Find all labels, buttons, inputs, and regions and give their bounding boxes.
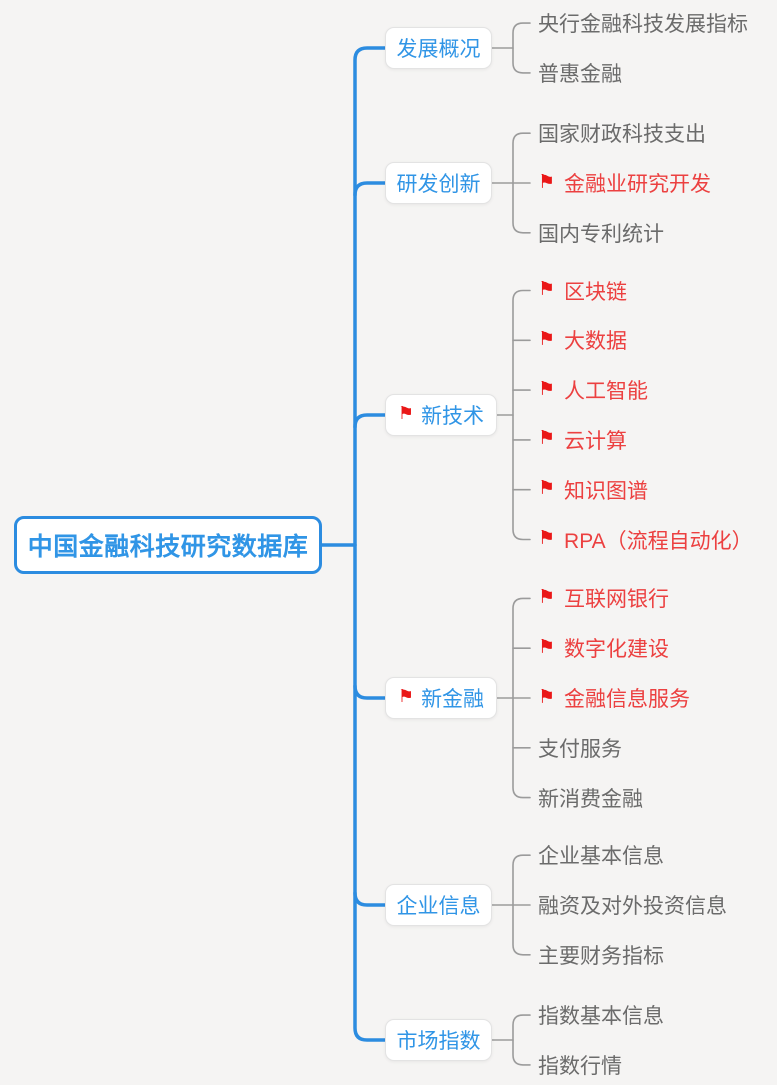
flag-icon: ⚑ (397, 686, 415, 707)
connector-line (353, 891, 387, 907)
leaf-node[interactable]: ⚑ 区块链 (538, 275, 627, 307)
flag-icon: ⚑ (538, 427, 556, 450)
connector-line (353, 684, 387, 700)
leaf-node[interactable]: 央行金融科技发展指标 (538, 7, 748, 39)
leaf-label: 大数据 (564, 330, 628, 354)
leaf-node[interactable]: ⚑ 人工智能 (538, 374, 648, 406)
flag-icon: ⚑ (397, 403, 415, 424)
connector-line (512, 289, 531, 541)
branch-node[interactable]: 研发创新 (385, 162, 492, 204)
connector-line (512, 1014, 531, 1066)
leaf-node[interactable]: ⚑ 云计算 (538, 424, 627, 456)
flag-icon: ⚑ (538, 527, 556, 549)
leaf-node[interactable]: 主要财务指标 (538, 939, 664, 971)
leaf-label: 云计算 (564, 429, 628, 453)
leaf-label: 国家财政科技支出 (538, 123, 706, 147)
leaf-node[interactable]: 支付服务 (538, 732, 622, 764)
leaf-label: RPA（流程自动化） (564, 529, 753, 553)
leaf-label: 金融业研究开发 (564, 173, 712, 196)
leaf-label: 央行金融科技发展指标 (538, 13, 748, 37)
leaf-node[interactable]: ⚑ 大数据 (538, 324, 627, 356)
leaf-label: 互联网银行 (564, 588, 670, 612)
leaf-node[interactable]: ⚑ 金融信息服务 (538, 682, 690, 714)
leaf-node[interactable]: 指数行情 (538, 1049, 622, 1081)
branch-node[interactable]: ⚑ 新金融 (385, 677, 497, 719)
leaf-label: 数字化建设 (564, 638, 670, 662)
leaf-label: 融资及对外投资信息 (538, 895, 727, 918)
leaf-node[interactable]: ⚑ 互联网银行 (538, 582, 669, 614)
branch-node[interactable]: 企业信息 (385, 884, 492, 926)
leaf-label: 企业基本信息 (538, 845, 664, 869)
flag-icon: ⚑ (538, 278, 556, 300)
leaf-label: 金融信息服务 (564, 688, 691, 711)
leaf-label: 知识图谱 (564, 479, 649, 503)
flag-icon: ⚑ (538, 635, 556, 658)
connector-line (353, 46, 387, 1042)
leaf-node[interactable]: 企业基本信息 (538, 839, 664, 871)
connector-line (353, 181, 387, 197)
leaf-node[interactable]: 国家财政科技支出 (538, 117, 706, 149)
leaf-node[interactable]: ⚑ 金融业研究开发 (538, 167, 711, 199)
leaf-label: 支付服务 (538, 737, 622, 761)
flag-icon: ⚑ (538, 685, 556, 708)
leaf-label: 指数行情 (538, 1054, 622, 1078)
leaf-label: 区块链 (564, 280, 628, 304)
leaf-node[interactable]: 国内专利统计 (538, 217, 664, 249)
branch-node[interactable]: ⚑ 新技术 (385, 394, 497, 436)
branch-node[interactable]: 发展概况 (385, 27, 492, 69)
flag-icon: ⚑ (538, 477, 556, 500)
flag-icon: ⚑ (538, 585, 556, 608)
leaf-node[interactable]: 普惠金融 (538, 57, 622, 89)
leaf-label: 指数基本信息 (538, 1005, 664, 1029)
branch-label: 研发创新 (396, 173, 481, 196)
branch-label: 新金融 (421, 688, 485, 711)
leaf-label: 国内专利统计 (538, 222, 664, 246)
branch-label: 企业信息 (396, 895, 481, 918)
root-node[interactable]: 中国金融科技研究数据库 (14, 516, 322, 574)
leaf-label: 主要财务指标 (538, 944, 664, 968)
branch-label: 新技术 (421, 405, 485, 428)
flag-icon: ⚑ (538, 170, 556, 193)
leaf-node[interactable]: ⚑ RPA（流程自动化） (538, 524, 753, 556)
flag-icon: ⚑ (538, 377, 556, 400)
root-label: 中国金融科技研究数据库 (27, 534, 309, 561)
leaf-label: 普惠金融 (538, 62, 622, 86)
leaf-node[interactable]: 指数基本信息 (538, 999, 664, 1031)
leaf-node[interactable]: ⚑ 数字化建设 (538, 632, 669, 664)
branch-node[interactable]: 市场指数 (385, 1019, 492, 1061)
branch-label: 发展概况 (396, 38, 481, 61)
connector-line (353, 413, 387, 429)
flag-icon: ⚑ (538, 327, 556, 350)
leaf-label: 新消费金融 (538, 787, 643, 811)
leaf-node[interactable]: 融资及对外投资信息 (538, 889, 727, 921)
leaf-node[interactable]: 新消费金融 (538, 782, 643, 814)
leaf-label: 人工智能 (564, 380, 649, 404)
leaf-node[interactable]: ⚑ 知识图谱 (538, 474, 648, 506)
branch-label: 市场指数 (396, 1030, 481, 1053)
connector-line (512, 22, 531, 74)
